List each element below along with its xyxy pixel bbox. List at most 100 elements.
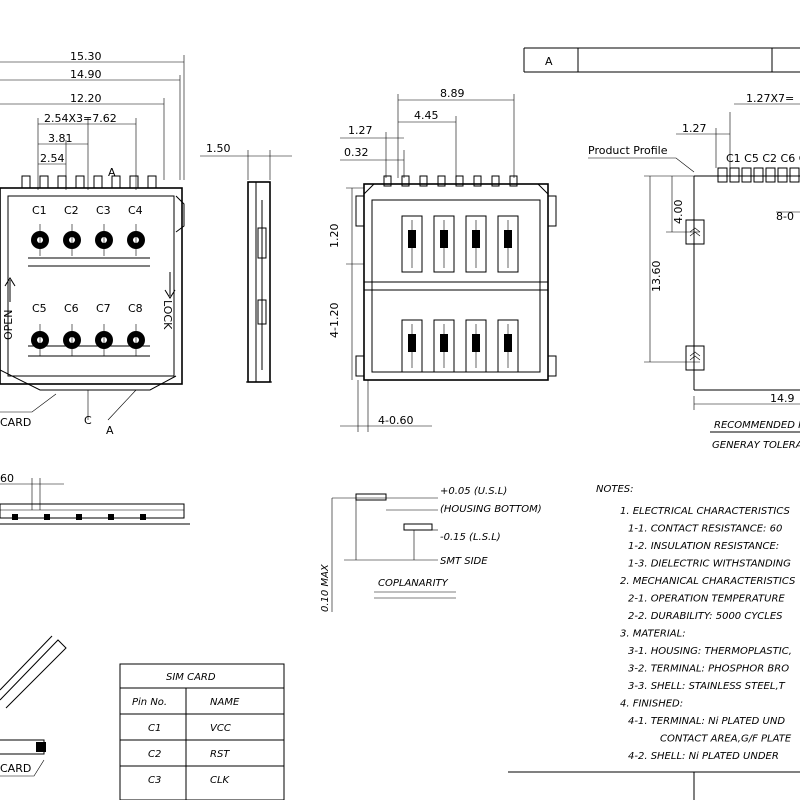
profile-terminal [140, 514, 146, 520]
footprint-tooth [419, 175, 428, 187]
terminal-tooth [57, 175, 67, 189]
dim-120: 1.20 [328, 224, 341, 249]
smt-side-label: SMT SIDE [440, 556, 488, 567]
recommended-pad [753, 167, 764, 183]
terminal-tooth [93, 175, 103, 189]
recommended-pad [765, 167, 776, 183]
recommended-pad [789, 167, 800, 183]
recommended-caption: RECOMMENDED I [714, 420, 800, 431]
terminal-tooth [147, 175, 157, 189]
contact-order-label: C1 C5 C2 C6 C [726, 152, 800, 165]
contact-pad [95, 224, 113, 256]
bottom-profile-view: 60 [0, 472, 190, 525]
footprint-tooth [437, 175, 446, 187]
note-line: 4. FINISHED: [620, 699, 683, 710]
profile-terminals [12, 514, 146, 520]
spring-contact [433, 319, 455, 373]
recommended-pad [729, 167, 740, 183]
dim-width-3: 12.20 [70, 92, 102, 105]
profile-terminal [108, 514, 114, 520]
dim-pitch-127x7: 1.27X7= [746, 92, 794, 105]
card-label: CARD [0, 416, 31, 429]
pin-table-row1-name: VCC [210, 723, 231, 734]
footprint-view: 8.89 4.45 1.27 0.32 1.20 4-1.20 4-0.60 [328, 87, 557, 432]
profile-terminal [44, 514, 50, 520]
coplanarity-title: COPLANARITY [378, 578, 449, 589]
pin-table-row3-name: CLK [210, 775, 231, 786]
dim-381: 3.81 [48, 132, 73, 145]
note-line: 4-1. TERMINAL: Ni PLATED UND [628, 716, 785, 727]
coplanarity-max: 0.10 MAX [320, 563, 331, 612]
dim-127-right: 1.27 [682, 122, 707, 135]
dim-overall-width: 15.30 [70, 50, 102, 63]
note-line: 3-2. TERMINAL: PHOSPHOR BRO [628, 664, 789, 675]
front-view: 15.30 14.90 12.20 2.54X3=7.62 3.81 2.54 … [0, 50, 185, 437]
contact-label-c7: C7 [96, 302, 111, 315]
note-line: 2-1. OPERATION TEMPERATURE [628, 594, 785, 605]
note-line: 1-2. INSULATION RESISTANCE: [628, 541, 779, 552]
profile-terminal [76, 514, 82, 520]
coplanarity-diagram: +0.05 (U.S.L) (HOUSING BOTTOM) -0.15 (L.… [320, 486, 542, 612]
footprint-tooth [383, 175, 392, 187]
spring-contact [465, 319, 487, 373]
note-line: CONTACT AREA,G/F PLATE [660, 734, 792, 745]
recommended-pads [694, 167, 800, 183]
spring-contact [401, 215, 423, 273]
contact-label-c1: C1 [32, 204, 47, 217]
pin-table: SIM CARD Pin No. NAME C1 VCC C2 RST C3 C… [119, 663, 285, 800]
contact-label-c8: C8 [128, 302, 143, 315]
dim-032: 0.32 [344, 146, 369, 159]
contact-pad [63, 224, 81, 256]
pin-table-row2-name: RST [210, 749, 230, 760]
spring-contact [497, 215, 519, 273]
usl-label: +0.05 (U.S.L) [440, 486, 507, 497]
iso-view: CARD [0, 635, 67, 777]
housing-bottom-label: (HOUSING BOTTOM) [440, 504, 542, 515]
contact-pad [63, 324, 81, 356]
section-a-bottom: A [106, 424, 114, 437]
profile-terminal [12, 514, 18, 520]
note-line: 1-3. DIELECTRIC WITHSTANDING [628, 559, 791, 570]
contact-label-c4: C4 [128, 204, 143, 217]
note-line: 3. MATERIAL: [620, 629, 686, 640]
contact-pad [127, 324, 145, 356]
footprint-tooth [491, 175, 500, 187]
note-line: 4-2. SHELL: Ni PLATED UNDER [628, 751, 779, 762]
footprint-tooth [473, 175, 482, 187]
spring-contact [465, 215, 487, 273]
title-block: A [523, 47, 800, 73]
pin-table-header-pin: Pin No. [132, 697, 167, 708]
notes-block: NOTES: 1. ELECTRICAL CHARACTERISTICS 1-1.… [508, 484, 800, 800]
footprint-tooth [455, 175, 464, 187]
spring-contact [433, 215, 455, 273]
pin-table-title: SIM CARD [166, 672, 216, 683]
lock-label: LOCK [161, 300, 174, 330]
spring-contact [497, 319, 519, 373]
contact-label-c2: C2 [64, 204, 79, 217]
footprint-tooth [401, 175, 410, 187]
dim-400: 4.00 [672, 200, 685, 225]
open-label: OPEN [2, 310, 15, 340]
notes-lines: 1. ELECTRICAL CHARACTERISTICS 1-1. CONTAC… [620, 506, 796, 762]
section-a-top: A [108, 166, 116, 179]
pin-table-header-name: NAME [210, 697, 240, 708]
terminal-tooth [75, 175, 85, 189]
recommended-view: 1.27X7= 1.27 Product Profile C1 C5 C2 C6… [588, 92, 800, 451]
pin-table-row3-pin: C3 [148, 775, 161, 786]
dim-pitch: 2.54X3=7.62 [44, 112, 117, 125]
note-line: 2. MECHANICAL CHARACTERISTICS [620, 576, 796, 587]
lsl-label: -0.15 (L.S.L) [440, 532, 501, 543]
recommended-pad [741, 167, 752, 183]
side-view: 1.50 [200, 142, 292, 383]
terminal-tooth [129, 175, 139, 189]
pin-table-row1-pin: C1 [148, 723, 161, 734]
notes-heading: NOTES: [596, 484, 634, 495]
revision-label: A [545, 55, 553, 68]
contact-pad [31, 224, 49, 256]
spring-contacts [401, 215, 519, 373]
section-c-label: C [84, 414, 92, 427]
note-line: 1. ELECTRICAL CHARACTERISTICS [620, 506, 791, 517]
note-line: 1-1. CONTACT RESISTANCE: 60 [628, 524, 782, 535]
contact-pads [31, 224, 145, 356]
